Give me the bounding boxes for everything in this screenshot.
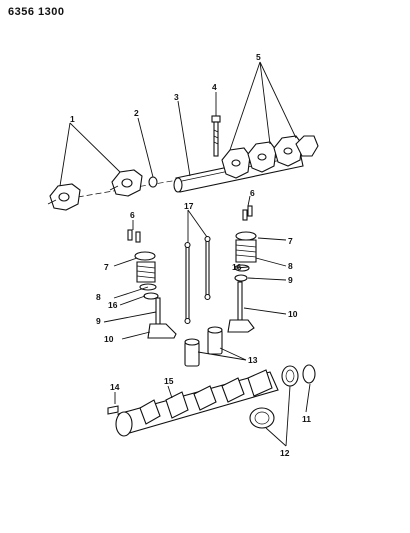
callout-9-left: 9 [96,316,101,326]
callout-1: 1 [70,114,75,124]
document-code: 6356 1300 [8,6,65,18]
valve-assembly-right [227,231,257,333]
push-rods [184,235,211,325]
camshaft [115,369,279,437]
callout-3: 3 [174,92,179,102]
leader-lines [59,61,311,447]
rocker-arms-on-shaft [221,135,319,179]
callout-16-right: 16 [232,262,242,272]
callout-17: 17 [184,201,194,211]
callout-2: 2 [134,108,139,118]
camshaft-key [107,405,119,415]
adjuster-right [242,205,253,221]
adjuster-left [127,229,141,243]
rocker-arm-left-2 [109,169,143,197]
callout-labels: 1 2 3 4 5 6 6 7 7 8 8 9 9 10 10 11 12 13… [70,52,311,458]
cam-bearing-lower [249,407,275,429]
callout-16-left: 16 [108,300,118,310]
seal-ring [302,364,316,384]
callout-11: 11 [302,414,311,424]
rocker-arm-left-1 [47,183,81,211]
callout-8-right: 8 [288,261,293,271]
valve-assembly-left [134,251,177,339]
shaft-spacer [148,176,158,188]
callout-8-left: 8 [96,292,101,302]
callout-5: 5 [256,52,261,62]
callout-12: 12 [280,448,290,458]
callout-9-right: 9 [288,275,293,285]
rocker-bolt [211,115,221,157]
callout-4: 4 [212,82,217,92]
cam-bearing-rear [281,365,299,387]
callout-7-right: 7 [288,236,293,246]
callout-6-right: 6 [250,188,255,198]
callout-14: 14 [110,382,120,392]
callout-10-right: 10 [288,309,298,319]
callout-10-left: 10 [104,334,114,344]
callout-15: 15 [164,376,174,386]
valve-lifters [184,326,223,367]
callout-6-left: 6 [130,210,135,220]
callout-13: 13 [248,355,258,365]
callout-7-left: 7 [104,262,109,272]
